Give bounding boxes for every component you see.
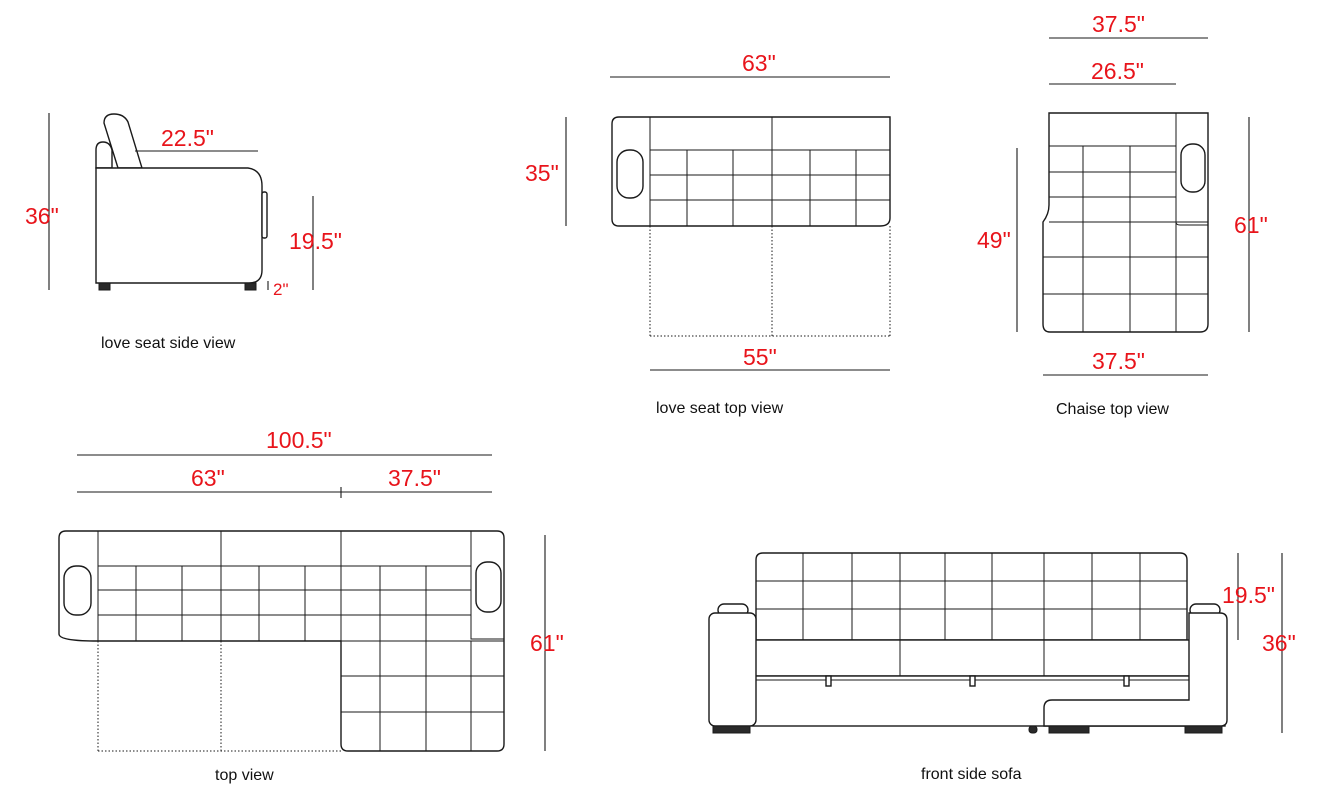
front-seat-height-label: 19.5": [1222, 582, 1275, 608]
ch-seat-len-label: 49": [977, 227, 1011, 253]
side-height-label: 36": [25, 203, 59, 229]
front-view-caption: front side sofa: [921, 766, 1022, 783]
ch-seat-width-label: 26.5": [1091, 58, 1144, 84]
ch-width-bottom-label: 37.5": [1092, 348, 1145, 374]
ls-depth-label: 35": [525, 160, 559, 186]
side-seat-height-label: 19.5": [289, 228, 342, 254]
chaise-top-view: 37.5" 26.5" 37.5" 49" 61" Chaise top vie…: [977, 11, 1268, 418]
top-depth-label: 61": [530, 630, 564, 656]
chaise-top-caption: Chaise top view: [1056, 401, 1169, 418]
loveseat-top-view: 63" 35" 55" love seat top view: [525, 50, 891, 417]
chaise-top-drawing: [1042, 112, 1209, 333]
front-height-label: 36": [1262, 630, 1296, 656]
top-ch-label: 37.5": [388, 465, 441, 491]
loveseat-side-drawing: [95, 113, 268, 291]
front-drawing: [708, 552, 1228, 734]
front-view: 19.5" 36" front side sofa: [708, 552, 1296, 783]
ch-len-label: 61": [1234, 212, 1268, 238]
combined-top-drawing: [58, 530, 505, 752]
loveseat-side-view: 36" 22.5" 19.5" 2" love seat side view: [25, 113, 342, 352]
ls-width-label: 63": [742, 50, 776, 76]
top-ls-label: 63": [191, 465, 225, 491]
ls-opened-label: 55": [743, 344, 777, 370]
loveseat-top-drawing: [611, 116, 891, 337]
side-leg-label: 2": [273, 280, 289, 299]
ch-width-top-label: 37.5": [1092, 11, 1145, 37]
top-total-label: 100.5": [266, 427, 332, 453]
combined-top-view: 100.5" 63" 37.5" 61" top view: [58, 427, 564, 784]
side-depth-label: 22.5": [161, 125, 214, 151]
loveseat-top-caption: love seat top view: [656, 400, 784, 417]
loveseat-side-caption: love seat side view: [101, 335, 236, 352]
top-view-caption: top view: [215, 767, 274, 784]
